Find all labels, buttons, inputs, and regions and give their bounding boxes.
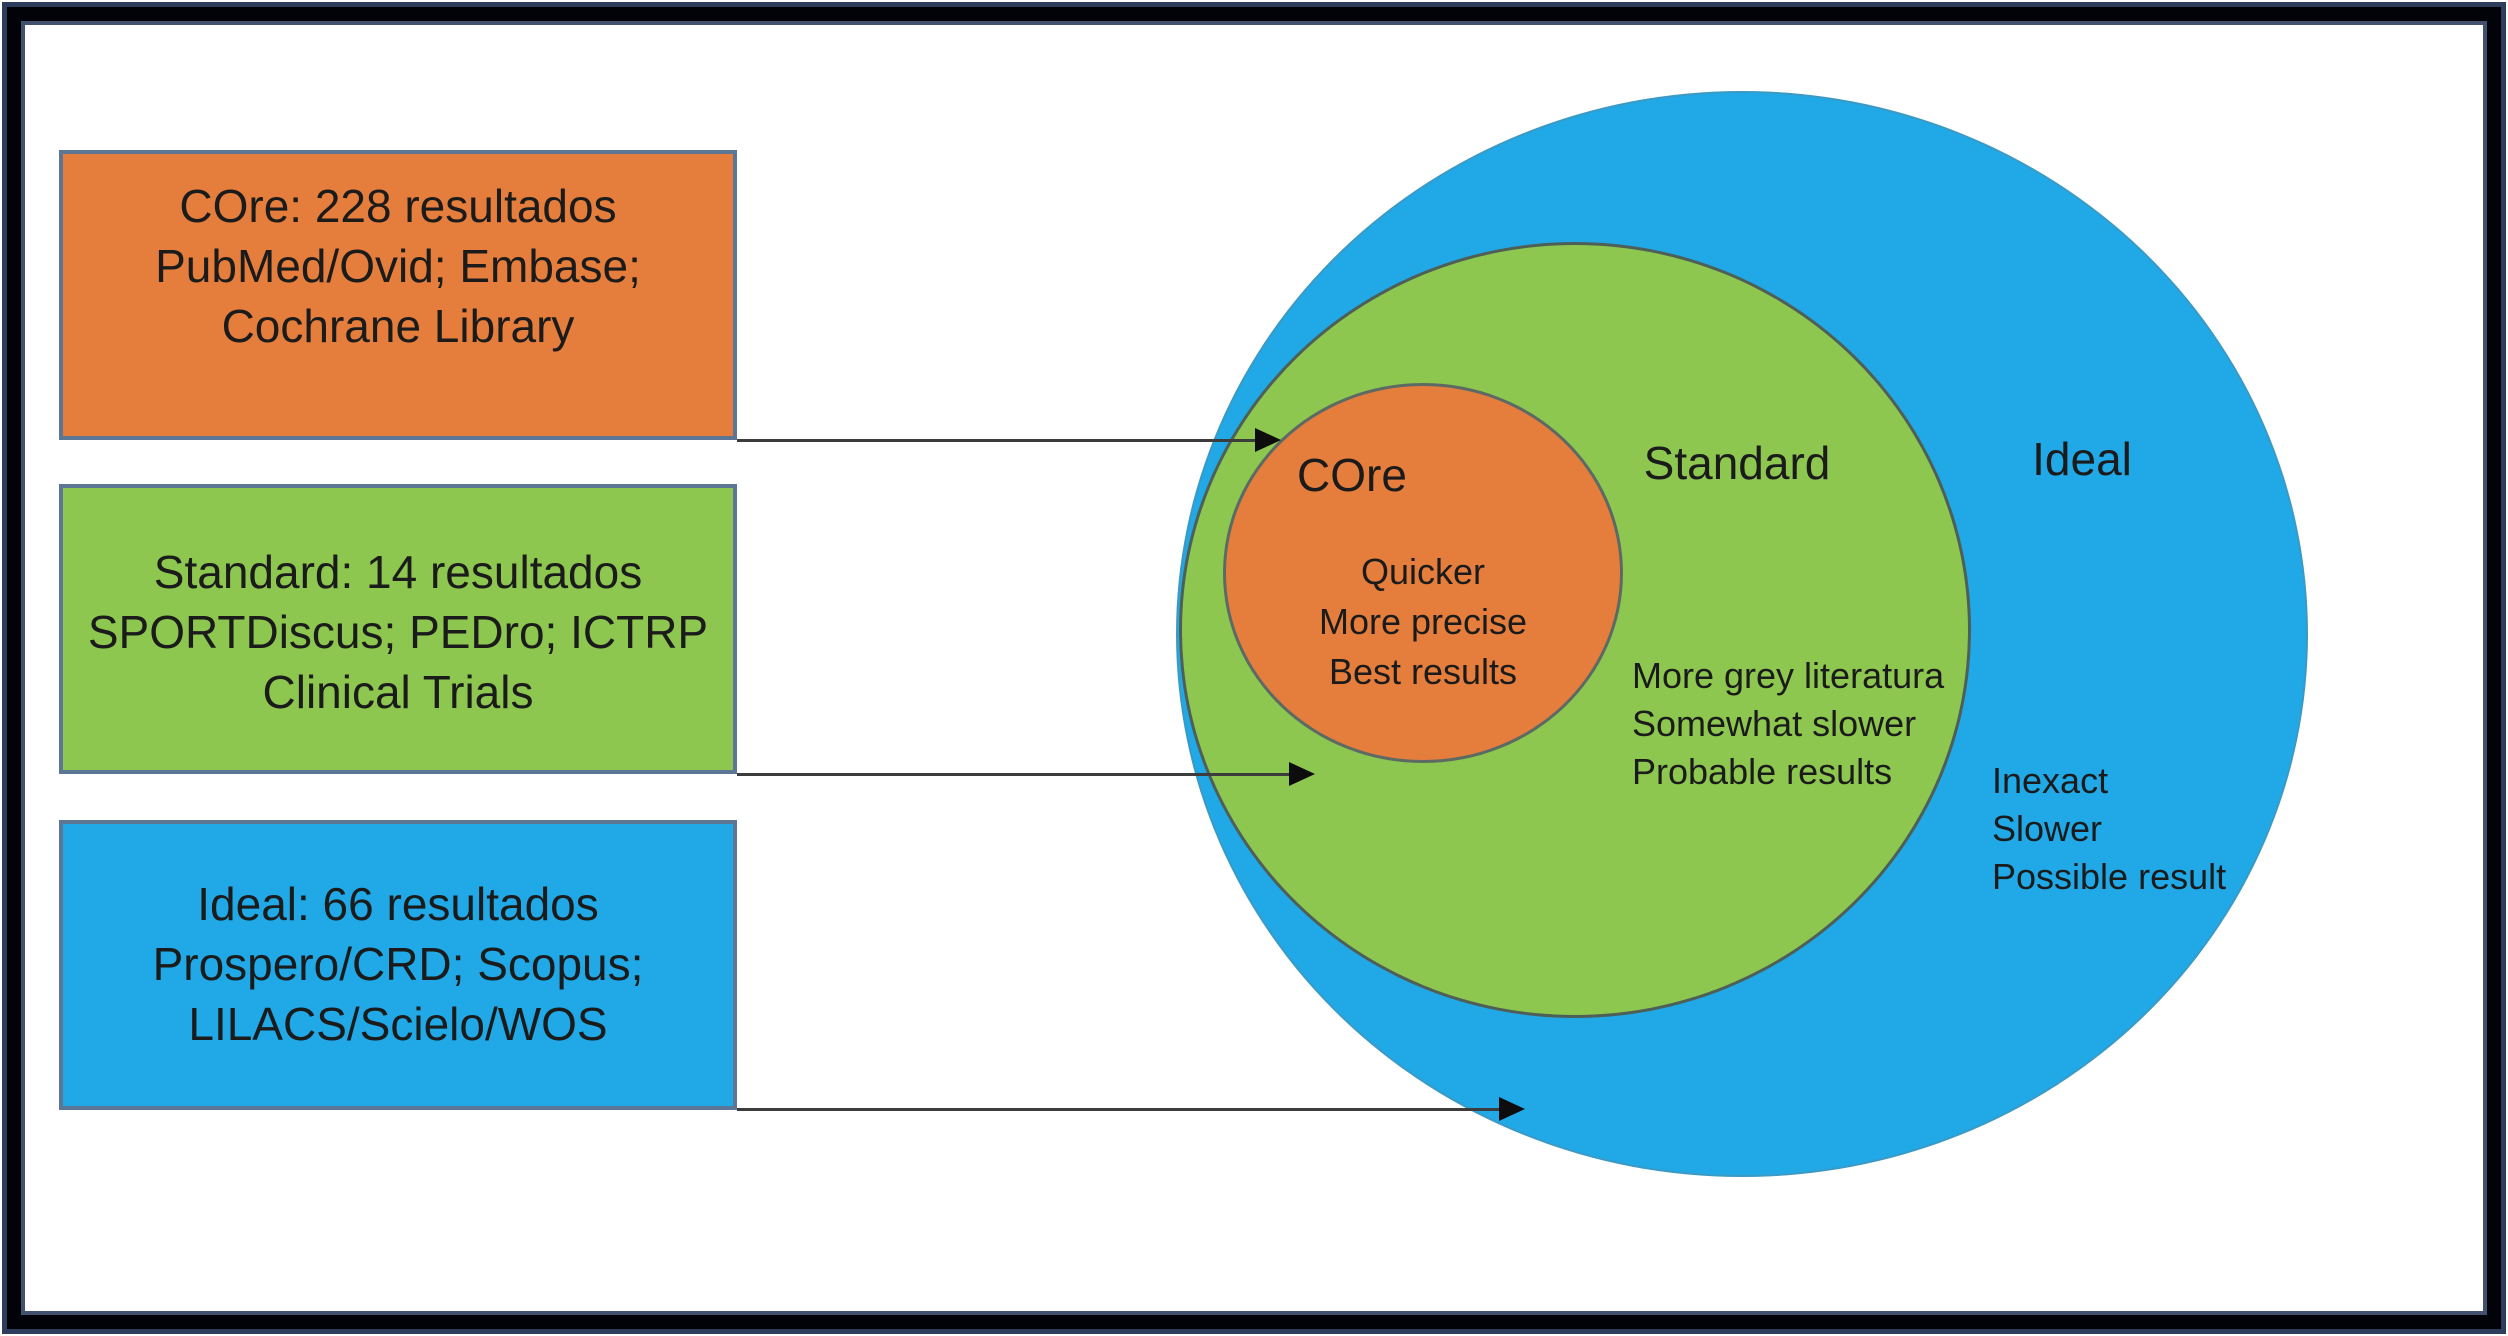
ideal-note-1: Inexact (1992, 760, 2109, 801)
legend-standard-line-3: Clinical Trials (262, 666, 534, 718)
circle-core (1223, 383, 1623, 763)
legend-ideal-line-2: Prospero/CRD; Scopus; (152, 938, 644, 990)
core-note-3: Best results (1328, 651, 1518, 692)
ideal-note-2: Slower (1992, 808, 2103, 849)
legend-core-line-3: Cochrane Library (221, 300, 575, 352)
arrow-ideal-shaft (737, 1108, 1499, 1111)
arrowhead-right-icon (1255, 428, 1281, 452)
standard-note-1: More grey literatura (1632, 655, 1945, 696)
arrow-standard-shaft (737, 773, 1289, 776)
circle-core-notes: Quicker More precise Best results (1223, 547, 1623, 697)
circle-standard-label: Standard (1643, 437, 1831, 489)
legend-standard-line-1: Standard: 14 resultados (153, 546, 643, 598)
legend-box-standard: Standard: 14 resultados SPORTDiscus; PED… (59, 484, 737, 774)
legend-standard-line-2: SPORTDiscus; PEDro; ICTRP (87, 606, 709, 658)
arrowhead-right-icon (1289, 762, 1315, 786)
legend-ideal-line-1: Ideal: 66 resultados (197, 878, 599, 930)
arrowhead-right-icon (1499, 1097, 1525, 1121)
legend-box-core: COre: 228 resultados PubMed/Ovid; Embase… (59, 150, 737, 440)
arrow-core-shaft (737, 439, 1255, 442)
standard-note-3: Probable results (1632, 751, 1893, 792)
legend-core-line-1: COre: 228 resultados (179, 180, 617, 232)
legend-core-line-2: PubMed/Ovid; Embase; (155, 240, 641, 292)
ideal-note-3: Possible result (1992, 856, 2227, 897)
circle-core-label: COre (1297, 449, 1407, 501)
standard-note-2: Somewhat slower (1632, 703, 1917, 744)
circle-ideal-label: Ideal (2032, 433, 2132, 485)
circle-standard-notes: More grey literatura Somewhat slower Pro… (1632, 652, 1944, 796)
legend-box-ideal: Ideal: 66 resultados Prospero/CRD; Scopu… (59, 820, 737, 1110)
circle-ideal-notes: Inexact Slower Possible result (1992, 757, 2226, 901)
core-note-1: Quicker (1360, 551, 1486, 592)
core-note-2: More precise (1318, 601, 1528, 642)
legend-ideal-line-3: LILACS/Scielo/WOS (188, 998, 608, 1050)
